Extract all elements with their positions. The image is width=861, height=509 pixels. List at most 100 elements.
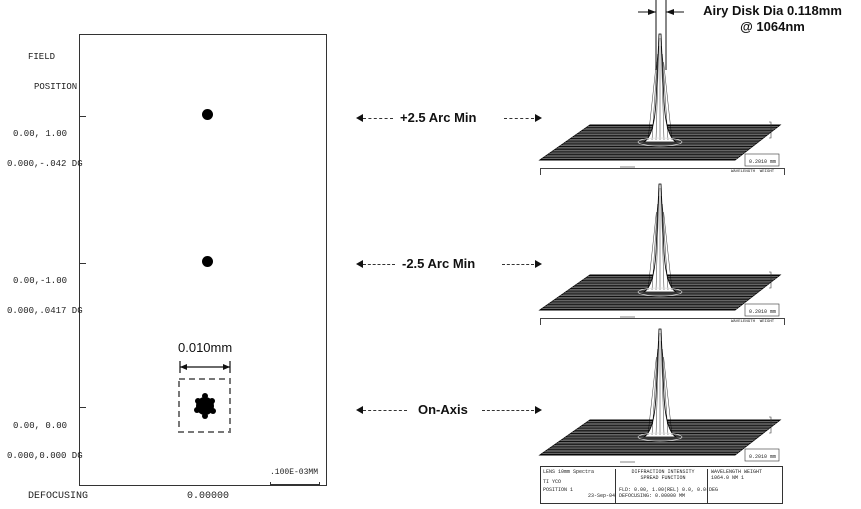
psf-peak-contour — [655, 340, 659, 436]
psf-footer-strip-2: WAVELENGTH WEIGHT — [540, 318, 785, 325]
arrow-right-dash — [482, 410, 534, 411]
arrow-row-on-axis: On-Axis — [356, 402, 542, 418]
psf-plot-on-axis: 0.2010 mm — [538, 328, 782, 463]
header-line-2: POSITION — [34, 82, 78, 92]
arrow-left-dash — [363, 118, 393, 119]
psf-peak-contour — [651, 53, 658, 141]
psf-scale-box — [744, 303, 780, 317]
table-wavelength-value: 1064.0 NM 1 — [711, 475, 745, 481]
scale-bar: .100E-03MM — [270, 468, 322, 486]
field-label-3: 0.00, 0.00 0.000,0.000 DG — [7, 401, 83, 471]
field-3-line-1: 0.00, 0.00 — [13, 421, 68, 431]
arrow-left-dash — [363, 410, 407, 411]
psf-peak-contour — [661, 195, 665, 291]
psf-side-lobe — [637, 432, 683, 442]
psf-scale-box — [744, 448, 780, 462]
arrow-left-head — [356, 260, 363, 268]
psf-peak-contour — [663, 356, 673, 436]
psf-peak-contour — [647, 61, 657, 141]
psf-peak-contour — [647, 211, 657, 291]
arrow-left-head — [356, 114, 363, 122]
spot-minus — [202, 256, 213, 267]
plot-title-table: LENS 10mm Spectra TI YCO POSITION 1 23-S… — [540, 466, 783, 504]
arrow-right-dash — [504, 118, 534, 119]
field-2-line-1: 0.00,-1.00 — [13, 276, 68, 286]
psf-1-footer-wavelength: WAVELENGTH WEIGHT — [731, 170, 775, 174]
table-lens: LENS 10mm Spectra — [543, 469, 595, 475]
table-col-3: WAVELENGTH WEIGHT 1064.0 NM 1 — [711, 469, 781, 481]
table-date: 23-Sep-04 — [587, 493, 615, 499]
psf-plot-minus: 0.2010 mm — [538, 183, 782, 318]
field-label-1: 0.00, 1.00 0.000,-.042 DG — [7, 109, 83, 179]
table-title-1: DIFFRACTION INTENSITY — [631, 469, 695, 475]
arrow-right-dash — [502, 264, 534, 265]
field-2-line-2: 0.000,.0417 DG — [7, 306, 83, 316]
field-3-line-2: 0.000,0.000 DG — [7, 451, 83, 461]
table-defocusing: DEFOCUSING: 0.00000 MM — [619, 493, 686, 499]
psf-footer-strip-1: WAVELENGTH WEIGHT — [540, 168, 785, 175]
scale-label: .100E-03MM — [270, 468, 319, 477]
psf-peak-contour — [662, 203, 669, 291]
table-field: FLD: 0.00, 1.00(REL) 0.0, 0.0(DEG — [619, 487, 719, 493]
on-axis-spot-box — [178, 378, 231, 433]
arrow-row-plus: +2.5 Arc Min — [356, 110, 542, 126]
field-tick-1 — [80, 116, 86, 117]
table-col-2: DIFFRACTION INTENSITY SPREAD FUNCTION FL… — [619, 469, 719, 503]
psf-side-lobe — [637, 287, 683, 297]
spot-dimension-label: 0.010mm — [178, 340, 233, 355]
spot-diagram-panel — [79, 34, 327, 486]
scale-bar-line — [270, 482, 320, 486]
spot-plus — [202, 109, 213, 120]
field-1-line-1: 0.00, 1.00 — [13, 129, 68, 139]
psf-vertical-scale — [769, 416, 772, 434]
psf-plot-plus: 0.2010 mm — [538, 33, 782, 168]
psf-scale-box — [744, 153, 780, 167]
header-line-1: FIELD — [28, 52, 56, 62]
airy-line-1: Airy Disk Dia 0.118mm — [703, 3, 842, 18]
airy-disk-marker — [638, 0, 684, 70]
psf-peak-contour — [647, 356, 657, 436]
arrow-left-head — [356, 406, 363, 414]
psf-peak-contour — [655, 195, 659, 291]
field-label-2: 0.00,-1.00 0.000,.0417 DG — [7, 256, 83, 326]
table-position: POSITION 1 — [543, 487, 574, 493]
psf-vertical-scale — [769, 271, 772, 289]
psf-peak-contour — [651, 348, 658, 436]
psf-peak-contour — [661, 45, 665, 141]
field-tick-2 — [80, 263, 86, 264]
arrow-right-head — [535, 114, 542, 122]
arrow-row-minus: -2.5 Arc Min — [356, 256, 542, 272]
table-wavelength-header: WAVELENGTH WEIGHT — [711, 469, 763, 475]
field-position-header: FIELD POSITION — [28, 32, 77, 102]
spot-dimension-arrow — [179, 361, 231, 373]
airy-disk-label: Airy Disk Dia 0.118mm @ 1064nm — [690, 3, 855, 35]
psf-peak-contour — [662, 53, 669, 141]
table-company: TI YCO — [543, 479, 562, 485]
psf-peak-contour — [655, 45, 659, 141]
arrow-label-minus: -2.5 Arc Min — [402, 256, 476, 271]
psf-vertical-scale — [769, 121, 772, 139]
table-col-1: LENS 10mm Spectra TI YCO POSITION 1 23-S… — [543, 469, 616, 503]
field-1-line-2: 0.000,-.042 DG — [7, 159, 83, 169]
psf-peak-contour — [651, 203, 658, 291]
defocusing-label: DEFOCUSING — [28, 491, 89, 502]
arrow-left-dash — [363, 264, 395, 265]
psf-peak-contour — [661, 340, 665, 436]
arrow-right-head — [535, 260, 542, 268]
psf-2-footer-wavelength: WAVELENGTH WEIGHT — [731, 320, 775, 324]
psf-peak-contour — [663, 211, 673, 291]
arrow-label-plus: +2.5 Arc Min — [400, 110, 477, 125]
psf-peak-contour — [663, 61, 673, 141]
psf-scale-label: 0.2010 mm — [749, 159, 776, 165]
table-title-2: SPREAD FUNCTION — [640, 475, 686, 481]
arrow-label-on-axis: On-Axis — [418, 402, 468, 417]
psf-scale-label: 0.2010 mm — [749, 309, 776, 315]
spot-on-axis — [194, 393, 216, 419]
psf-scale-label: 0.2010 mm — [749, 454, 776, 460]
psf-peak-contour — [662, 348, 669, 436]
arrow-right-head — [535, 406, 542, 414]
airy-line-2: @ 1064nm — [740, 19, 805, 34]
field-tick-3 — [80, 407, 86, 408]
defocusing-value: 0.00000 — [187, 491, 230, 502]
psf-side-lobe — [637, 137, 683, 147]
